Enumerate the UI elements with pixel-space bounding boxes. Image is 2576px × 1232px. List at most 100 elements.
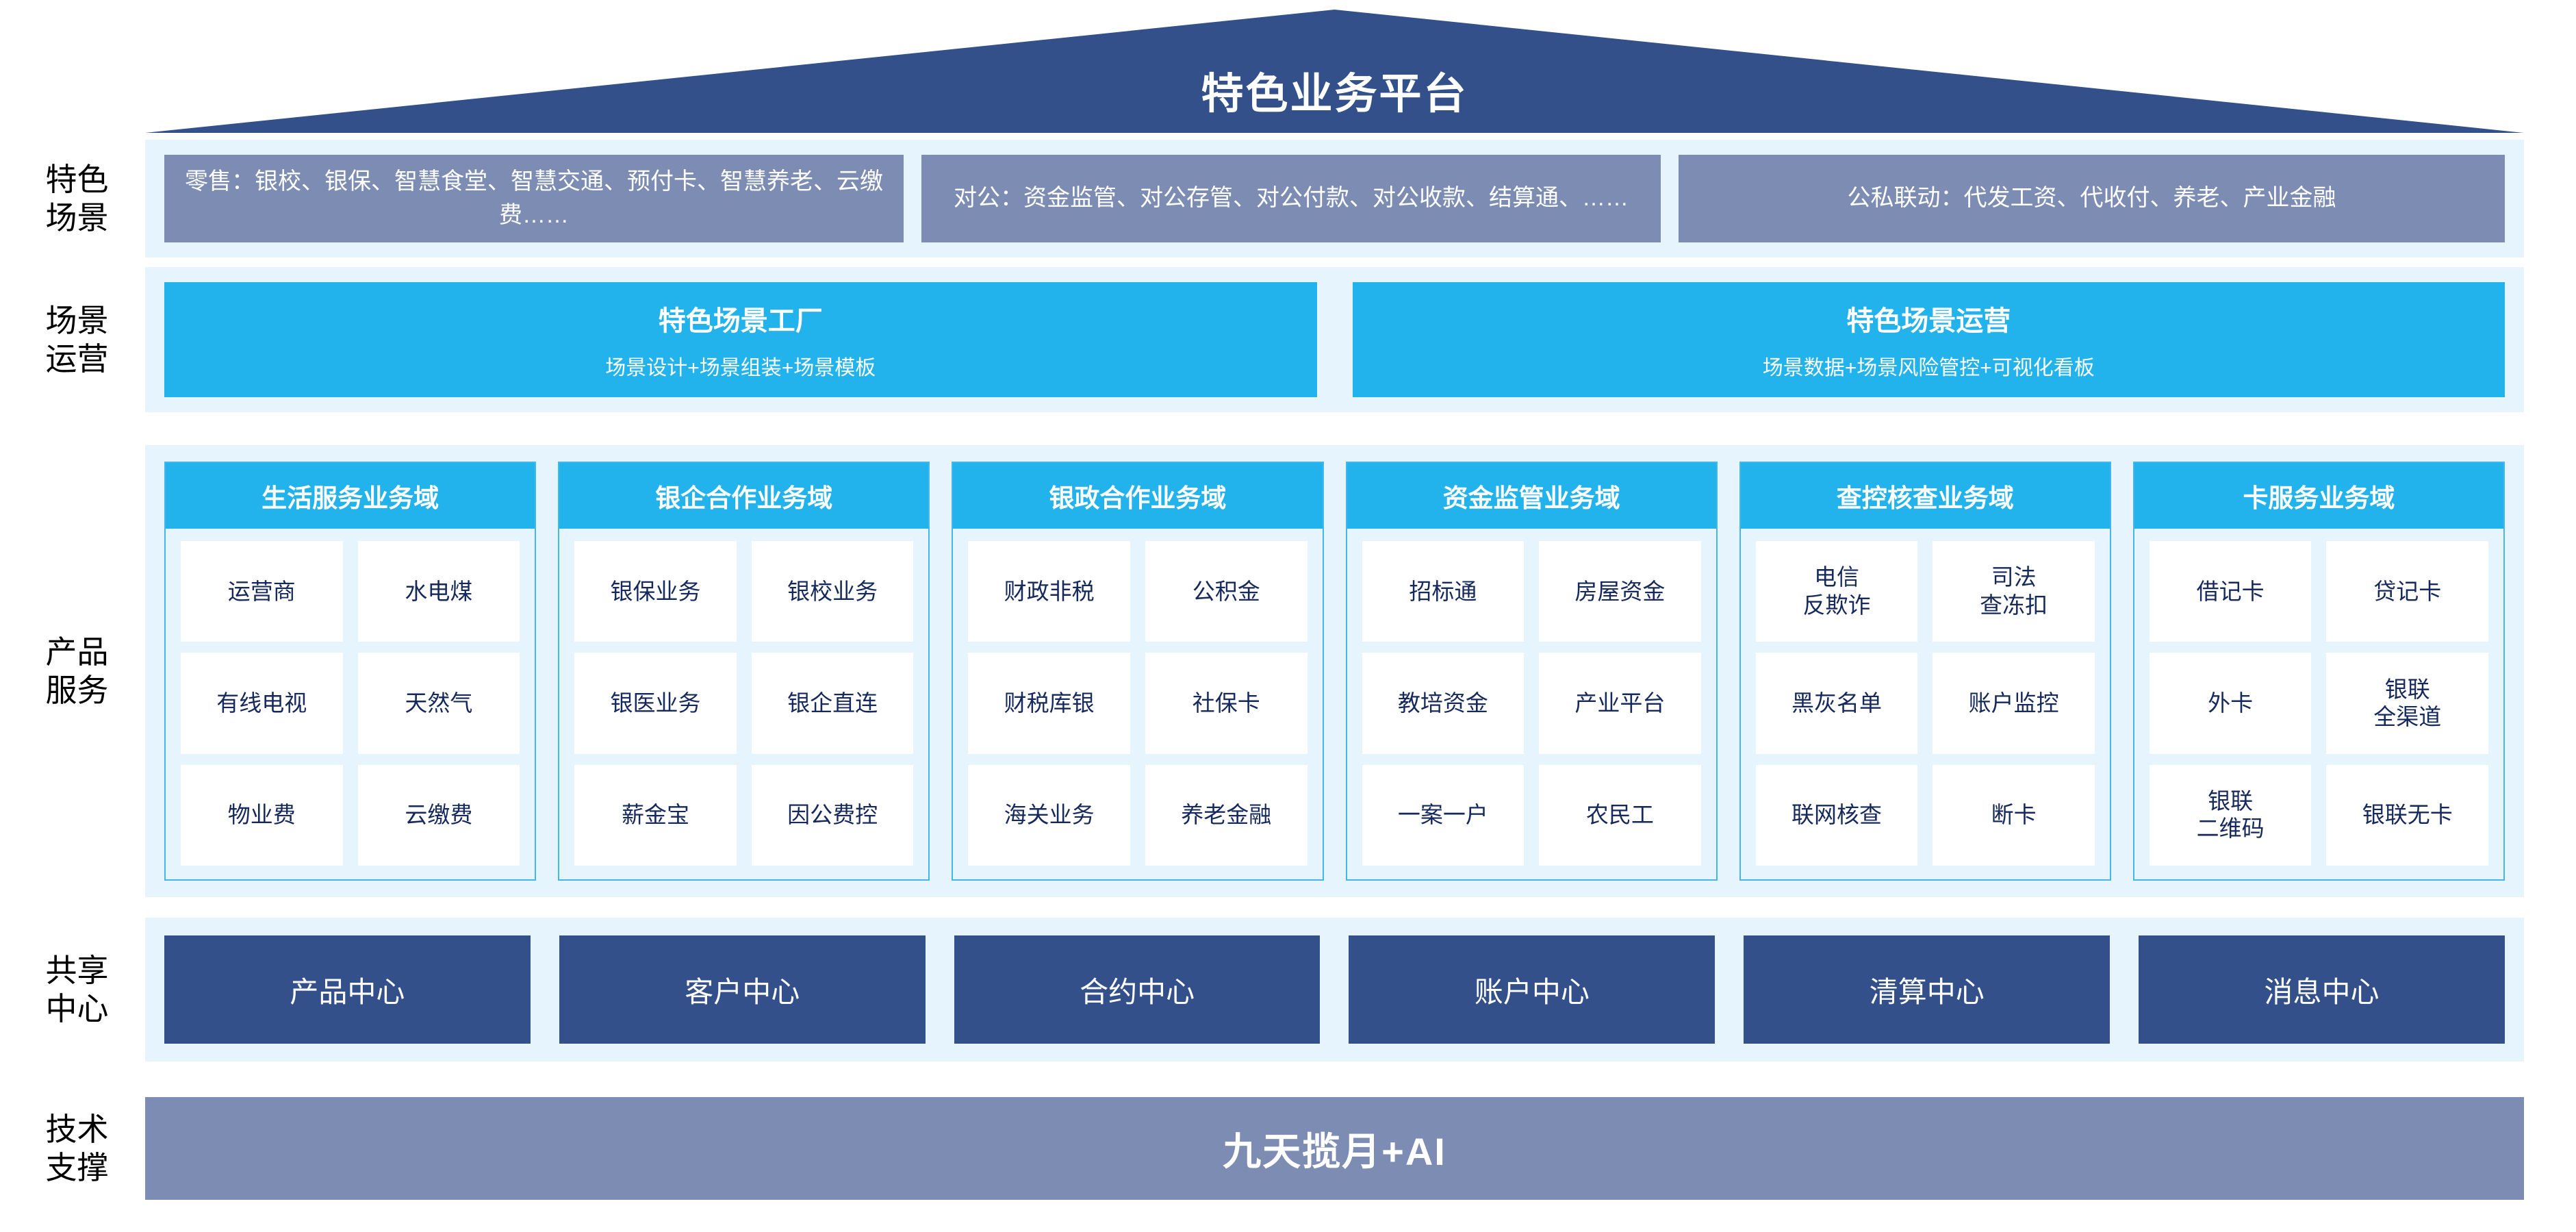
product-row: 借记卡 贷记卡: [2149, 541, 2489, 642]
ops-box-scenario-factory[interactable]: 特色场景工厂 场景设计+场景组装+场景模板: [164, 282, 1317, 397]
product-services-band: 生活服务业务域 运营商 水电煤 有线电视 天然气 物业费 云缴费: [145, 445, 2524, 897]
product-domain-column: 资金监管业务域 招标通 房屋资金 教培资金 产业平台 一案一户 农民工: [1345, 462, 1718, 881]
product-cell[interactable]: 海关业务: [968, 764, 1130, 866]
product-domain-column: 查控核查业务域 电信 反欺诈 司法 查冻扣 黑灰名单 账户监控 联网核查 断卡: [1739, 462, 2111, 881]
product-row: 招标通 房屋资金: [1362, 541, 1701, 642]
center-box-account[interactable]: 账户中心: [1349, 935, 1716, 1044]
product-cell[interactable]: 社保卡: [1145, 653, 1308, 754]
product-cell[interactable]: 贷记卡: [2326, 541, 2489, 642]
product-cell[interactable]: 产业平台: [1539, 653, 1701, 754]
product-domain-header: 银政合作业务域: [953, 463, 1323, 529]
product-cell[interactable]: 因公费控: [751, 764, 914, 866]
row-label-line-2: 支撑: [45, 1150, 109, 1185]
row-label-line-2: 服务: [45, 672, 109, 708]
product-cell[interactable]: 外卡: [2149, 653, 2312, 754]
product-cell[interactable]: 司法 查冻扣: [1933, 541, 2095, 642]
scenarios-band: 零售：银校、银保、智慧食堂、智慧交通、预付卡、智慧养老、云缴费…… 对公：资金监…: [145, 140, 2524, 257]
row-label-scenarios: 特色 场景: [21, 140, 133, 257]
shared-centers-band: 产品中心 客户中心 合约中心 账户中心 清算中心 消息中心: [145, 918, 2524, 1061]
product-domain-header: 查控核查业务域: [1740, 463, 2110, 529]
product-row: 薪金宝 因公费控: [574, 764, 914, 866]
product-cell[interactable]: 天然气: [357, 653, 520, 754]
product-cell[interactable]: 银联无卡: [2326, 764, 2489, 866]
row-label-line-1: 场景: [45, 302, 109, 338]
product-domain-header: 卡服务业务域: [2134, 463, 2504, 529]
product-domain-header: 资金监管业务域: [1347, 463, 1716, 529]
product-cell[interactable]: 运营商: [181, 541, 343, 642]
product-cell[interactable]: 招标通: [1362, 541, 1525, 642]
row-label-products: 产品 服务: [21, 445, 133, 897]
product-cell[interactable]: 银校业务: [751, 541, 914, 642]
row-label-line-2: 场景: [45, 200, 109, 236]
product-domain-column: 银企合作业务域 银保业务 银校业务 银医业务 银企直连 薪金宝 因公费控: [558, 462, 930, 881]
product-cell[interactable]: 公积金: [1145, 541, 1308, 642]
product-row: 有线电视 天然气: [181, 653, 520, 754]
product-row: 银联 二维码 银联无卡: [2149, 764, 2489, 866]
product-cell[interactable]: 银保业务: [574, 541, 737, 642]
product-cell[interactable]: 教培资金: [1362, 653, 1525, 754]
product-cell[interactable]: 薪金宝: [574, 764, 737, 866]
product-cell[interactable]: 房屋资金: [1539, 541, 1701, 642]
product-domain-header: 银企合作业务域: [559, 463, 929, 529]
product-cell[interactable]: 黑灰名单: [1755, 653, 1918, 754]
row-label-line-1: 技术: [45, 1111, 109, 1147]
product-row: 电信 反欺诈 司法 查冻扣: [1755, 541, 2095, 642]
center-box-message[interactable]: 消息中心: [2139, 935, 2505, 1044]
row-label-operations: 场景 运营: [21, 267, 133, 412]
product-cell[interactable]: 农民工: [1539, 764, 1701, 866]
row-label-line-1: 产品: [45, 633, 109, 670]
product-cell[interactable]: 养老金融: [1145, 764, 1308, 866]
scenario-box-linkage[interactable]: 公私联动：代发工资、代收付、养老、产业金融: [1679, 155, 2505, 242]
product-row: 运营商 水电煤: [181, 541, 520, 642]
product-row: 海关业务 养老金融: [968, 764, 1308, 866]
product-cell[interactable]: 银联 二维码: [2149, 764, 2312, 866]
ops-subtitle: 场景数据+场景风险管控+可视化看板: [1762, 357, 2095, 379]
product-cell[interactable]: 借记卡: [2149, 541, 2312, 642]
ops-title: 特色场景工厂: [658, 306, 823, 336]
product-cell[interactable]: 物业费: [181, 764, 343, 866]
product-domain-column: 银政合作业务域 财政非税 公积金 财税库银 社保卡 海关业务 养老金融: [952, 462, 1324, 881]
tech-support-bar[interactable]: 九天揽月+AI: [145, 1097, 2524, 1200]
center-box-settlement[interactable]: 清算中心: [1744, 935, 2110, 1044]
product-cell[interactable]: 断卡: [1933, 764, 2095, 866]
product-row: 物业费 云缴费: [181, 764, 520, 866]
product-cell[interactable]: 云缴费: [357, 764, 520, 866]
scenario-box-retail[interactable]: 零售：银校、银保、智慧食堂、智慧交通、预付卡、智慧养老、云缴费……: [164, 155, 904, 242]
product-cell[interactable]: 水电煤: [357, 541, 520, 642]
product-row: 银医业务 银企直连: [574, 653, 914, 754]
center-box-contract[interactable]: 合约中心: [954, 935, 1321, 1044]
row-label-line-1: 特色: [45, 161, 109, 197]
product-row: 黑灰名单 账户监控: [1755, 653, 2095, 754]
product-cell[interactable]: 账户监控: [1933, 653, 2095, 754]
product-cell[interactable]: 财政非税: [968, 541, 1130, 642]
row-label-line-2: 中心: [45, 991, 109, 1027]
tech-support-band: 九天揽月+AI: [145, 1088, 2524, 1209]
center-box-customer[interactable]: 客户中心: [559, 935, 926, 1044]
row-label-line-1: 共享: [45, 952, 109, 988]
product-cell[interactable]: 电信 反欺诈: [1755, 541, 1918, 642]
page-title: 特色业务平台: [1201, 71, 1468, 118]
product-cell[interactable]: 银企直连: [751, 653, 914, 754]
product-cell[interactable]: 有线电视: [181, 653, 343, 754]
product-cell[interactable]: 财税库银: [968, 653, 1130, 754]
row-label-line-2: 运营: [45, 341, 109, 377]
product-row: 银保业务 银校业务: [574, 541, 914, 642]
product-row: 外卡 银联 全渠道: [2149, 653, 2489, 754]
product-cell[interactable]: 一案一户: [1362, 764, 1525, 866]
product-row: 教培资金 产业平台: [1362, 653, 1701, 754]
center-box-product[interactable]: 产品中心: [164, 935, 531, 1044]
ops-title: 特色场景运营: [1846, 306, 2011, 336]
operations-band: 特色场景工厂 场景设计+场景组装+场景模板 特色场景运营 场景数据+场景风险管控…: [145, 267, 2524, 412]
product-row: 财税库银 社保卡: [968, 653, 1308, 754]
product-domain-header: 生活服务业务域: [166, 463, 535, 529]
product-row: 财政非税 公积金: [968, 541, 1308, 642]
ops-box-scenario-operation[interactable]: 特色场景运营 场景数据+场景风险管控+可视化看板: [1352, 282, 2505, 397]
product-cell[interactable]: 联网核查: [1755, 764, 1918, 866]
product-cell[interactable]: 银联 全渠道: [2326, 653, 2489, 754]
scenario-box-corporate[interactable]: 对公：资金监管、对公存管、对公付款、对公收款、结算通、……: [921, 155, 1661, 242]
product-cell[interactable]: 银医业务: [574, 653, 737, 754]
product-row: 一案一户 农民工: [1362, 764, 1701, 866]
product-row: 联网核查 断卡: [1755, 764, 2095, 866]
ops-subtitle: 场景设计+场景组装+场景模板: [605, 357, 876, 379]
